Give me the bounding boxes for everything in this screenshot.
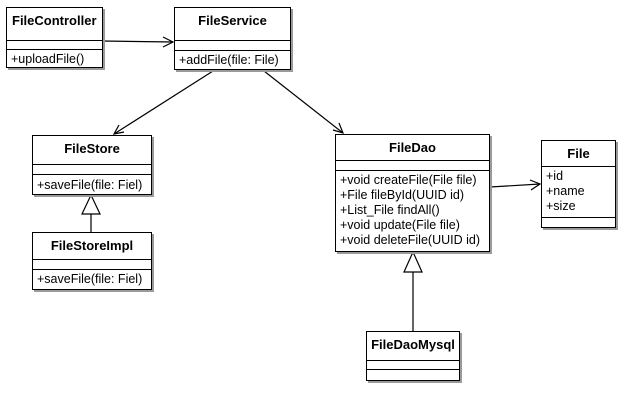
operation: +saveFile(file: Fiel) (37, 272, 143, 286)
attributes-compartment (336, 161, 489, 171)
operations-compartment: +saveFile(file: Fiel) (33, 175, 151, 193)
arrowhead-controller-service (162, 36, 175, 48)
attributes-compartment (367, 361, 459, 370)
arrowhead-service-dao (332, 122, 345, 134)
operation-update: +void update(File file) (340, 218, 460, 232)
attributes-compartment (7, 41, 102, 50)
operations-compartment: +void createFile(File file) +File fileBy… (336, 171, 489, 248)
association-controller-service (101, 40, 174, 43)
realization-dao-triangle (403, 250, 423, 273)
operation: +addFile(file: File) (179, 53, 279, 67)
operation-file-by-id: +File fileById(UUID id) (340, 188, 464, 202)
realization-store-triangle (81, 193, 101, 215)
operation-delete-file: +void deleteFile(UUID id) (340, 233, 480, 247)
attribute-id: +id (546, 169, 564, 183)
operations-compartment: +saveFile(file: Fiel) (33, 270, 151, 287)
association-dao-file (489, 183, 541, 188)
operations-compartment: +addFile(file: File) (175, 51, 290, 68)
operation-find-all: +List_File findAll() (340, 203, 440, 217)
class-file-dao-mysql[interactable]: FileDaoMysql (366, 331, 460, 381)
class-file-controller[interactable]: FileController +uploadFile() (6, 7, 103, 68)
arrowhead-dao-file (529, 179, 542, 191)
attributes-compartment (33, 165, 151, 175)
attributes-compartment (175, 41, 290, 51)
class-name: FileStoreImpl (33, 233, 151, 260)
class-file-dao[interactable]: FileDao +void createFile(File file) +Fil… (335, 134, 490, 252)
operation: +uploadFile() (11, 52, 85, 66)
operations-compartment: +uploadFile() (7, 50, 102, 67)
class-file-store-impl[interactable]: FileStoreImpl +saveFile(file: Fiel) (32, 232, 152, 290)
class-name: FileController (7, 8, 102, 41)
association-service-dao (263, 70, 344, 134)
class-file-store[interactable]: FileStore +saveFile(file: Fiel) (32, 135, 152, 195)
class-name: File (542, 141, 615, 167)
arrowhead-service-store (112, 124, 125, 135)
class-file[interactable]: File +id +name +size (541, 140, 616, 228)
attribute-name: +name (546, 184, 585, 198)
attributes-compartment (33, 260, 151, 270)
class-name: FileService (175, 8, 290, 41)
operation-create-file: +void createFile(File file) (340, 173, 477, 187)
class-name: FileDaoMysql (367, 332, 459, 361)
operation: +saveFile(file: Fiel) (37, 178, 143, 192)
class-name: FileDao (336, 135, 489, 161)
attributes-compartment: +id +name +size (542, 167, 615, 218)
class-name: FileStore (33, 136, 151, 165)
association-service-store (113, 70, 214, 135)
class-file-service[interactable]: FileService +addFile(file: File) (174, 7, 291, 70)
attribute-size: +size (546, 199, 576, 213)
